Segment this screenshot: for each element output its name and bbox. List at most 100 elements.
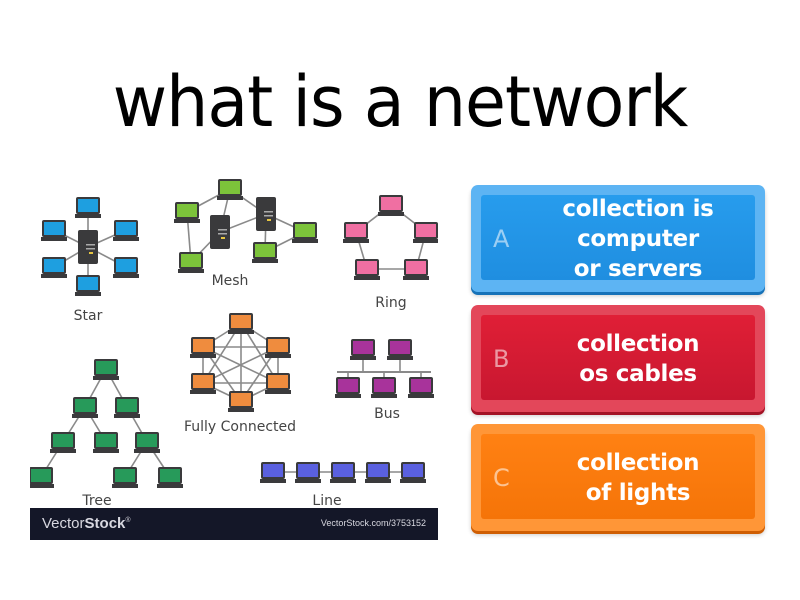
answer-c-text: collection of lights: [576, 449, 700, 506]
computer-screen: [368, 464, 388, 477]
computer-base: [260, 479, 286, 483]
computer-base: [228, 330, 254, 334]
computer-screen: [268, 375, 288, 388]
computer-base: [75, 214, 101, 218]
computer-base: [178, 269, 204, 273]
computer-base: [113, 274, 139, 278]
watermark-bar: VectorStock® VectorStock.com/3753152: [30, 508, 438, 540]
computer-screen: [403, 464, 423, 477]
label-star: Star: [74, 308, 103, 324]
answer-b-text: collection os cables: [576, 330, 700, 387]
network-link: [202, 346, 279, 384]
watermark-brand-bold: Stock: [84, 515, 126, 532]
computer-screen: [338, 379, 358, 392]
computer-base: [252, 259, 278, 263]
label-bus: Bus: [374, 406, 400, 422]
computer-base: [330, 479, 356, 483]
server-icon: [210, 215, 230, 249]
computer-base: [343, 239, 369, 243]
computer-base: [112, 484, 138, 488]
computer-screen: [31, 469, 51, 482]
computer-screen: [78, 199, 98, 212]
computer-screen: [263, 464, 283, 477]
computer-base: [265, 354, 291, 358]
server-icon: [78, 230, 98, 264]
computer-screen: [44, 259, 64, 272]
answer-a-letter: A: [493, 224, 510, 253]
computer-screen: [255, 244, 275, 257]
computer-screen: [177, 204, 197, 217]
watermark-brand: VectorStock®: [42, 515, 131, 532]
computer-screen: [381, 197, 401, 210]
computer-base: [157, 484, 183, 488]
computer-base: [378, 212, 404, 216]
computer-base: [228, 408, 254, 412]
computer-screen: [231, 393, 251, 406]
computer-base: [41, 274, 67, 278]
computer-base: [113, 237, 139, 241]
computer-base: [41, 237, 67, 241]
computer-base: [93, 376, 119, 380]
answer-button-b[interactable]: B collection os cables: [471, 305, 765, 412]
answer-b-letter: B: [493, 344, 510, 373]
computer-base: [50, 449, 76, 453]
label-tree: Tree: [81, 493, 111, 509]
answer-c-letter: C: [493, 463, 510, 492]
computer-screen: [96, 434, 116, 447]
server-detail: [218, 229, 227, 231]
computer-screen: [115, 469, 135, 482]
computer-screen: [53, 434, 73, 447]
watermark-brand-light: Vector: [42, 515, 85, 532]
answer-a-text: collection is computer or servers: [562, 195, 714, 282]
computer-base: [400, 479, 426, 483]
computer-screen: [160, 469, 180, 482]
computer-base: [408, 394, 434, 398]
watermark-url: VectorStock.com/3753152: [320, 518, 426, 528]
computer-base: [365, 479, 391, 483]
computer-base: [72, 414, 98, 418]
computer-screen: [181, 254, 201, 267]
computer-screen: [357, 261, 377, 274]
computer-base: [134, 449, 160, 453]
computer-screen: [220, 181, 240, 194]
computer-screen: [390, 341, 410, 354]
computer-base: [174, 219, 200, 223]
computer-base: [190, 354, 216, 358]
computer-screen: [333, 464, 353, 477]
computer-base: [295, 479, 321, 483]
computer-screen: [295, 224, 315, 237]
answer-button-a[interactable]: A collection is computer or servers: [471, 185, 765, 292]
computer-screen: [411, 379, 431, 392]
computer-screen: [44, 222, 64, 235]
label-fully-connected: Fully Connected: [184, 419, 296, 435]
computer-base: [217, 196, 243, 200]
computer-screen: [116, 259, 136, 272]
computer-screen: [193, 339, 213, 352]
label-line: Line: [312, 493, 341, 509]
computer-base: [30, 484, 54, 488]
label-mesh: Mesh: [212, 273, 249, 289]
server-icon: [256, 197, 276, 231]
computer-base: [114, 414, 140, 418]
computer-screen: [117, 399, 137, 412]
computer-base: [93, 449, 119, 453]
computer-screen: [346, 224, 366, 237]
computer-base: [75, 292, 101, 296]
answer-a-face: [481, 195, 755, 280]
server-detail: [264, 211, 273, 213]
computer-screen: [78, 277, 98, 290]
computer-screen: [231, 315, 251, 328]
computer-base: [265, 390, 291, 394]
computer-screen: [137, 434, 157, 447]
answer-c-face: [481, 434, 755, 519]
server-light: [267, 219, 271, 221]
question-title: what is a network: [112, 61, 689, 143]
computer-screen: [116, 222, 136, 235]
computer-base: [413, 239, 438, 243]
computer-base: [350, 356, 376, 360]
computer-screen: [75, 399, 95, 412]
answer-button-c[interactable]: C collection of lights: [471, 424, 765, 531]
computer-screen: [96, 361, 116, 374]
